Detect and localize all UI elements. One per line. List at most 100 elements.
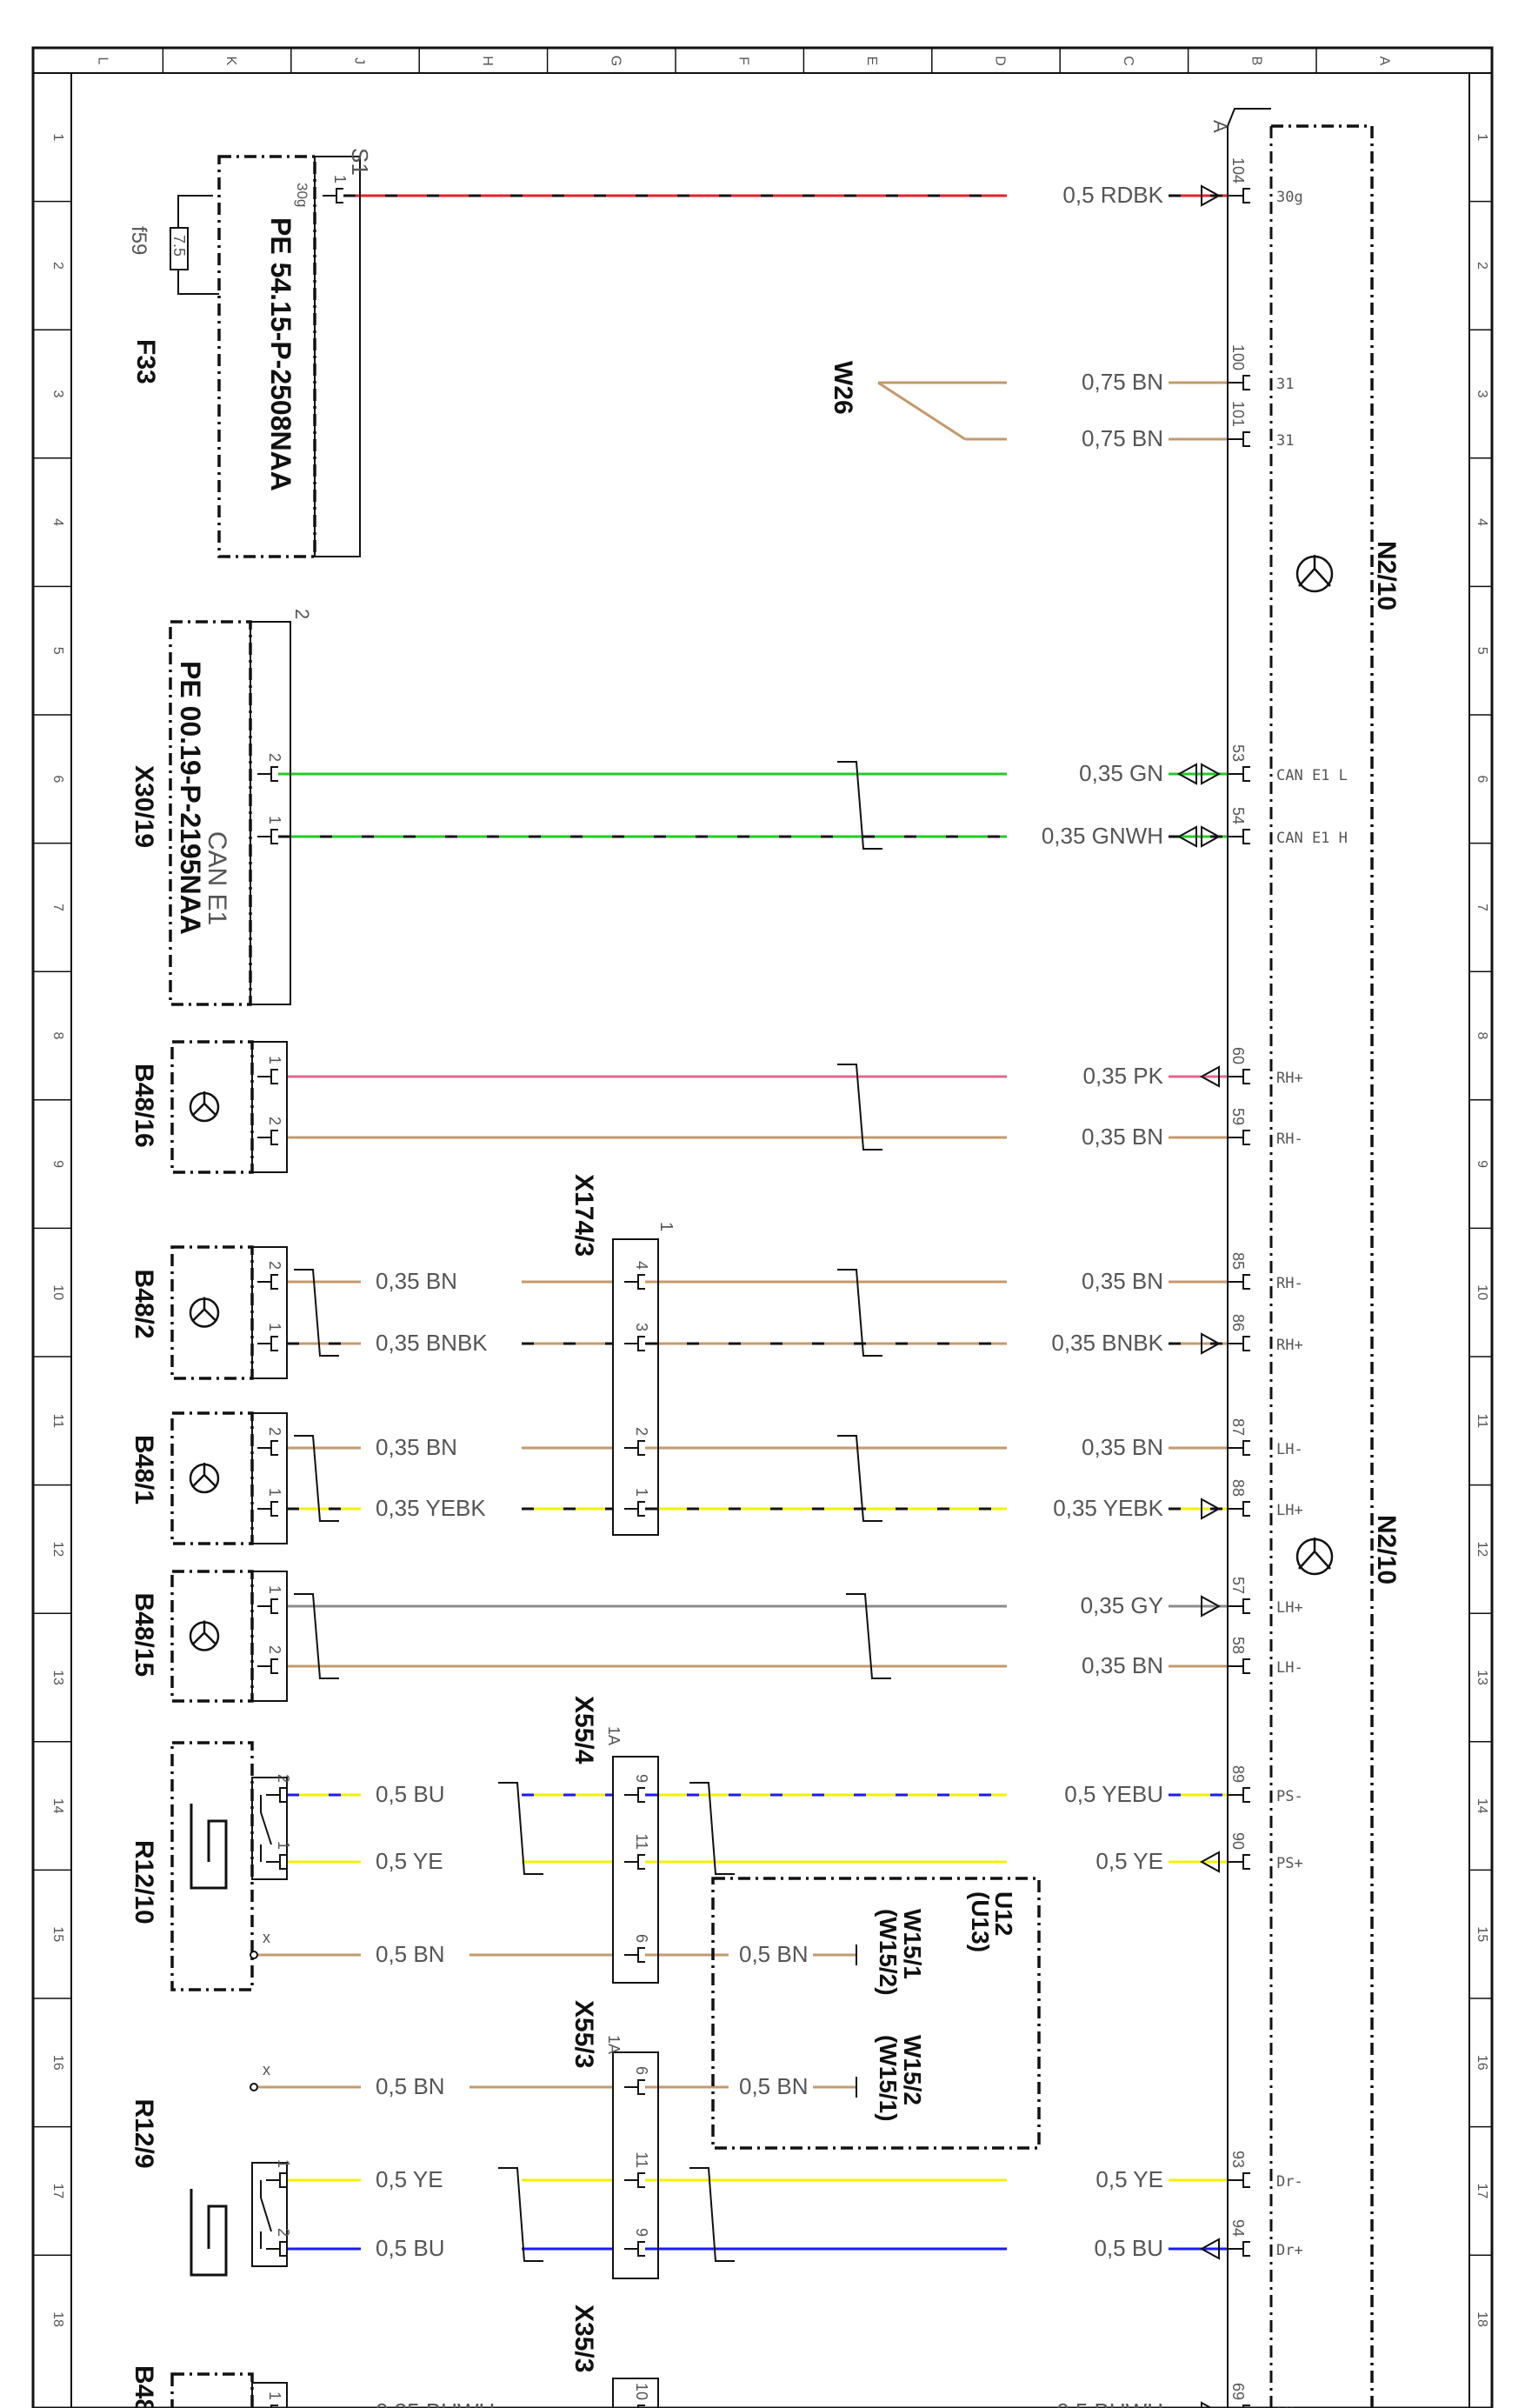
terminal-pin-icon xyxy=(1228,1658,1250,1674)
sensor-box xyxy=(170,1411,254,1545)
component-label-s1: S1 xyxy=(347,148,373,176)
row-number: 7 xyxy=(50,904,65,911)
heating-element-icon xyxy=(190,2189,228,2277)
twisted-pair-marker xyxy=(837,1269,882,1357)
connector-pin-icon xyxy=(257,1069,278,1084)
connector-s1-housing xyxy=(314,156,361,557)
terminal-pin-icon xyxy=(1228,1501,1250,1517)
signal-direction-icon xyxy=(1201,1332,1222,1355)
component-label-f33: F33 xyxy=(131,339,160,384)
connector-x55-4-housing xyxy=(612,1756,659,1984)
wire-label-w86: 0,35 BNBK xyxy=(1051,1330,1163,1356)
row-number: 14 xyxy=(50,1798,65,1814)
connector-x30-19-housing xyxy=(250,621,291,1005)
terminal-pin-icon xyxy=(1228,1336,1250,1351)
pin-number: 60 xyxy=(1229,1047,1247,1064)
row-number: 18 xyxy=(1475,2311,1489,2327)
wire-label-w104: 0,5 RDBK xyxy=(1062,182,1163,208)
wire-mid-label-w_r10x: 0,5 BN xyxy=(739,1941,809,1967)
row-number: 4 xyxy=(1475,518,1489,526)
pin-number: 2 xyxy=(266,1117,283,1125)
terminal-pin-icon xyxy=(1228,431,1250,447)
wire-label-w101: 0,75 BN xyxy=(1082,425,1163,451)
column-letter: E xyxy=(864,57,879,66)
row-number: 12 xyxy=(1475,1542,1489,1558)
component-label-heater: R12/10 xyxy=(130,1840,158,1924)
wires-layer xyxy=(177,194,1228,2251)
can-bus-label: CAN E1 xyxy=(203,831,231,925)
pin-number: 1 xyxy=(266,1056,283,1064)
component-label-x35-3: X35/3 xyxy=(569,2305,598,2372)
terminal-pin-icon xyxy=(1228,188,1250,203)
wire-left-label-w93: 0,5 YE xyxy=(376,2166,443,2192)
pin-number: 1 xyxy=(266,1488,283,1497)
w26-ground-branch xyxy=(877,381,966,441)
temperature-sensor-icon xyxy=(191,1463,217,1488)
pin-number: 1 xyxy=(275,1841,292,1850)
row-number: 9 xyxy=(50,1160,65,1168)
connector-pin-icon xyxy=(624,2172,645,2188)
component-label-n2-10: N2/10 xyxy=(1372,1515,1401,1584)
terminal-label: PS+ xyxy=(1276,1855,1303,1872)
component-label-w15-1: (W15/1) xyxy=(875,2035,902,2122)
row-number: 4 xyxy=(50,518,65,526)
pin-number: 100 xyxy=(1229,344,1247,370)
n2-10-housing-top xyxy=(1227,108,1271,127)
row-number: 12 xyxy=(50,1542,65,1558)
signal-direction-icon xyxy=(1199,2238,1220,2260)
wire-left-label-w69: 0,35 BUWH xyxy=(376,2398,495,2408)
connector-pin-icon xyxy=(624,1947,645,1963)
electronic-symbol-icon xyxy=(1298,1538,1331,1570)
component-label-u12: U12 xyxy=(990,1891,1017,1936)
row-number: 5 xyxy=(50,647,65,655)
signal-direction-icon xyxy=(1176,763,1197,785)
pin-number: 69 xyxy=(1229,2383,1247,2400)
pin-number: 1 xyxy=(266,1585,283,1594)
twisted-pair-marker xyxy=(846,1593,891,1679)
row-number: 9 xyxy=(1475,1160,1489,1168)
terminal-label: RH- xyxy=(1276,1275,1303,1292)
pin-x-label: x xyxy=(263,1929,270,1946)
heater-connector-housing xyxy=(251,2162,288,2267)
column-letter: H xyxy=(480,56,495,66)
column-letter: G xyxy=(608,56,623,66)
component-label-w26: W26 xyxy=(829,361,857,415)
terminal-pin-icon xyxy=(1228,829,1250,844)
connector-pin-icon xyxy=(624,2079,645,2095)
component-label-x55-4: X55/4 xyxy=(569,1696,598,1764)
row-number: 11 xyxy=(1475,1413,1489,1428)
column-letter: J xyxy=(352,57,367,64)
wire-label-w87: 0,35 BN xyxy=(1082,1434,1163,1460)
connector-pin-icon xyxy=(257,1336,278,1351)
terminal-label: CAN E1 L xyxy=(1276,767,1348,784)
reference-pe-54-15: PE 54.15-P-2508NAA xyxy=(265,217,296,491)
connector-pin-icon xyxy=(270,2405,278,2408)
twisted-pair-marker xyxy=(689,2167,735,2262)
terminal-label: LH+ xyxy=(1276,2405,1303,2408)
twisted-pair-marker xyxy=(498,1782,543,1875)
connector-pin-icon xyxy=(266,1787,287,1803)
pin-number: 2 xyxy=(633,1427,650,1436)
pin-x-icon xyxy=(250,1951,258,1959)
connector-pin-icon xyxy=(257,1598,278,1614)
terminal-pin-icon xyxy=(1228,1069,1250,1084)
wire-left-label-w86: 0,35 BNBK xyxy=(376,1330,488,1356)
pin-number: 1 xyxy=(331,175,349,183)
reference-pe-00-19: PE 00.19-P-2195NAA xyxy=(175,661,206,935)
connector-pin-icon xyxy=(637,2405,645,2408)
row-number: 3 xyxy=(50,390,65,398)
twisted-pair-marker xyxy=(294,1435,339,1522)
pin-number: 59 xyxy=(1229,1108,1247,1125)
component-label-sensor: B48/2 xyxy=(130,1270,158,1339)
pin-number: 58 xyxy=(1229,1637,1247,1654)
connector-pin-icon xyxy=(323,188,343,203)
twisted-pair-marker xyxy=(837,761,882,850)
connector-number: 1A xyxy=(605,2035,623,2054)
pin-number: 1 xyxy=(633,1488,650,1497)
component-label-w15-2: W15/2 xyxy=(899,2035,926,2105)
wire-label-w94: 0,5 BU xyxy=(1095,2235,1164,2261)
terminal-pin-icon xyxy=(1228,1130,1250,1145)
row-number: 5 xyxy=(1475,647,1489,655)
sensor-connector-housing xyxy=(251,1041,288,1173)
